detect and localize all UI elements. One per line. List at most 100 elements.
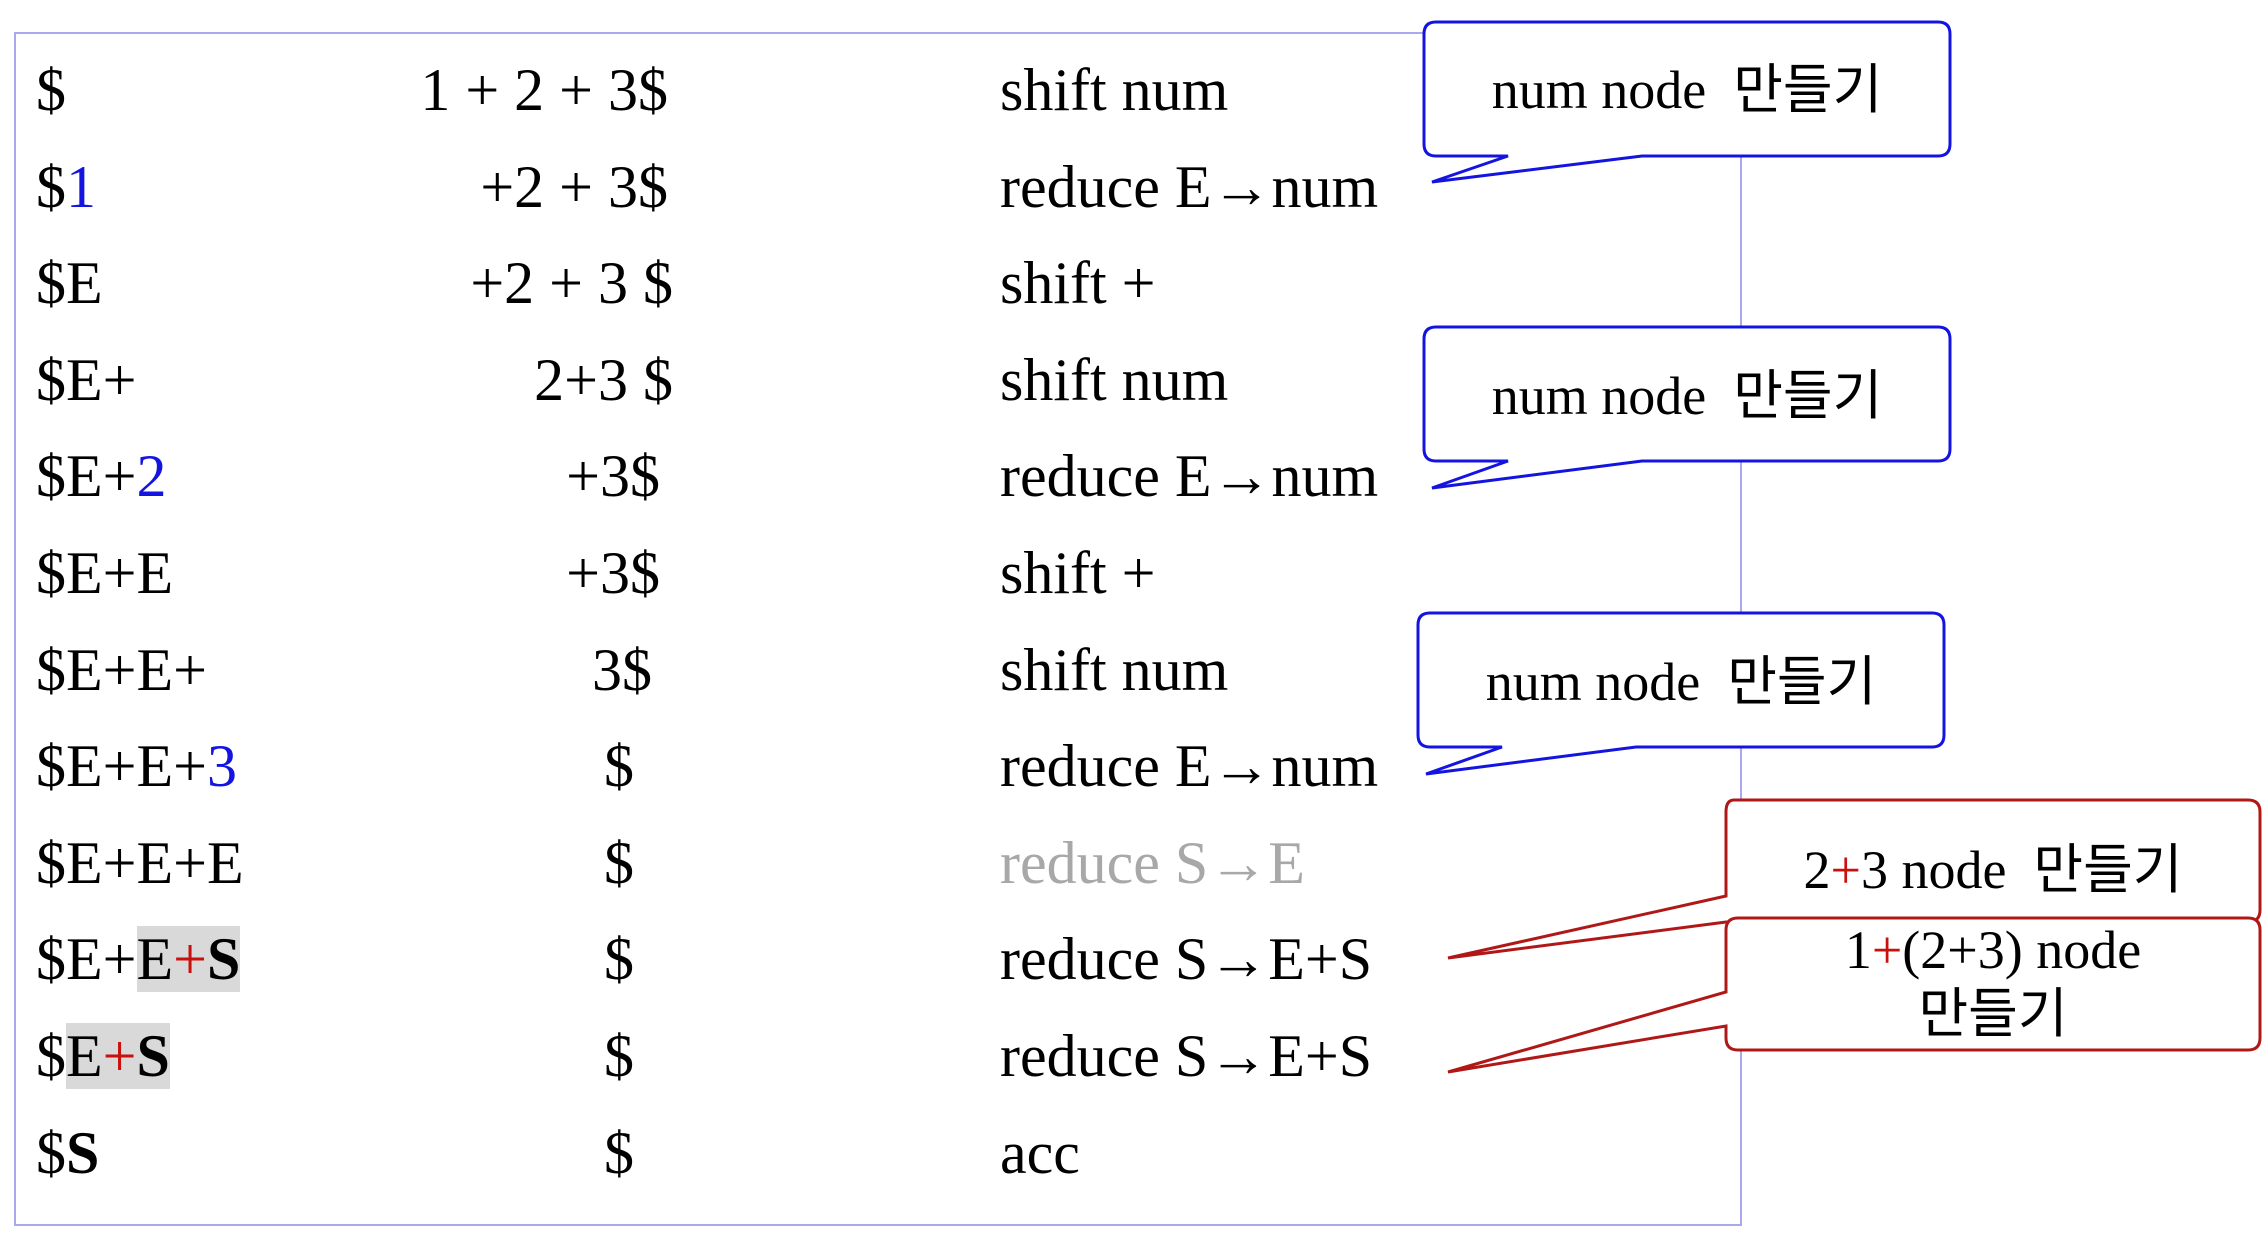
text-segment: E bbox=[66, 1023, 103, 1089]
input-cell: $ bbox=[604, 926, 634, 993]
callout-text-add-2: 1+(2+3) node 만들기 bbox=[1726, 918, 2260, 1046]
text-segment: + bbox=[173, 926, 207, 993]
callout-text-num-1: num node 만들기 bbox=[1424, 58, 1950, 122]
text-segment: num bbox=[1271, 153, 1379, 220]
text-segment: → bbox=[1211, 153, 1272, 220]
input-cell: $ bbox=[604, 1023, 634, 1089]
text-segment: shift num bbox=[1000, 57, 1229, 123]
text-segment: num node 만들기 bbox=[1491, 366, 1883, 426]
input-cell: +3$ bbox=[566, 540, 660, 606]
text-segment: S bbox=[136, 1023, 170, 1089]
stack-cell: $E+S bbox=[36, 1020, 170, 1092]
text-segment: $E+ bbox=[36, 346, 137, 413]
text-segment: shift num bbox=[1000, 346, 1229, 413]
text-segment: reduce S bbox=[1000, 829, 1209, 896]
text-segment: $E+E bbox=[36, 540, 174, 606]
action-cell: reduce E→num bbox=[1000, 440, 1378, 512]
callout-text-num-3: num node 만들기 bbox=[1418, 650, 1944, 714]
text-segment: acc bbox=[1000, 1119, 1080, 1186]
action-cell: shift num bbox=[1000, 344, 1228, 416]
text-segment: $E+ bbox=[36, 926, 137, 993]
text-segment: num bbox=[1271, 733, 1379, 800]
text-segment: → bbox=[1208, 829, 1269, 896]
action-cell: reduce E→num bbox=[1000, 730, 1378, 802]
text-segment: $ bbox=[36, 153, 66, 220]
callout-bubble-num-3 bbox=[1416, 611, 1946, 776]
text-segment: 2 bbox=[1803, 840, 1831, 900]
text-segment: $ bbox=[36, 1023, 66, 1089]
text-segment: S bbox=[66, 1119, 100, 1186]
text-segment: → bbox=[1208, 1023, 1269, 1089]
input-cell: 1 + 2 + 3$ bbox=[420, 57, 668, 123]
text-segment: $E+E+ bbox=[36, 733, 207, 800]
stack-cell: $S bbox=[36, 1117, 99, 1189]
action-cell: reduce S→E+S bbox=[1000, 923, 1372, 995]
callout-text-add-1: 2+3 node 만들기 bbox=[1726, 838, 2260, 902]
input-cell: +2 + 3$ bbox=[480, 153, 668, 220]
stack-cell: $1 bbox=[36, 151, 96, 223]
text-segment: + bbox=[102, 1023, 137, 1089]
input-cell: $ bbox=[604, 733, 634, 800]
stack-cell: $E bbox=[36, 247, 103, 319]
text-segment: E bbox=[136, 926, 174, 993]
stack-cell: $E+E bbox=[36, 537, 173, 609]
text-segment: reduce E bbox=[1000, 733, 1212, 800]
text-segment: $E+E+ bbox=[36, 636, 207, 703]
input-cell: +2 + 3 $ bbox=[470, 250, 673, 317]
text-segment: S bbox=[207, 926, 241, 993]
text-segment: 3 bbox=[206, 733, 237, 800]
action-cell: reduce S→E bbox=[1000, 827, 1305, 899]
text-segment: E+S bbox=[1268, 1023, 1373, 1089]
action-cell: shift + bbox=[1000, 537, 1156, 609]
callout-bubble-add-2 bbox=[1447, 916, 2262, 1074]
action-cell: reduce S→E+S bbox=[1000, 1020, 1372, 1092]
input-cell: $ bbox=[604, 1119, 634, 1186]
text-segment: $E+ bbox=[36, 443, 137, 510]
action-cell: shift num bbox=[1000, 634, 1228, 706]
text-segment: $E bbox=[36, 250, 103, 317]
input-cell: $ bbox=[604, 829, 634, 896]
stack-cell: $E+E+E bbox=[36, 827, 244, 899]
text-segment: (2+3) node 만들기 bbox=[1902, 920, 2142, 1044]
text-segment: num bbox=[1271, 443, 1379, 510]
stack-cell: $E+E+S bbox=[36, 923, 241, 995]
text-segment: + bbox=[1871, 920, 1903, 980]
text-segment: shift + bbox=[1000, 540, 1156, 606]
text-segment: 3 node 만들기 bbox=[1860, 840, 2183, 900]
input-cell: 3$ bbox=[592, 636, 652, 703]
stack-cell: $E+E+3 bbox=[36, 730, 237, 802]
action-cell: reduce E→num bbox=[1000, 151, 1378, 223]
text-segment: E+S bbox=[1268, 926, 1373, 993]
text-segment: reduce E bbox=[1000, 443, 1212, 510]
text-segment: reduce S bbox=[1000, 1023, 1209, 1089]
callout-text-num-2: num node 만들기 bbox=[1424, 364, 1950, 428]
callout-bubble-num-2 bbox=[1422, 325, 1952, 490]
stack-cell: $E+E+ bbox=[36, 634, 207, 706]
action-cell: acc bbox=[1000, 1117, 1080, 1189]
text-segment: → bbox=[1211, 733, 1272, 800]
text-segment: 1 bbox=[1844, 920, 1872, 980]
text-segment: reduce S bbox=[1000, 926, 1209, 993]
text-segment: $ bbox=[36, 57, 66, 123]
text-segment: num node 만들기 bbox=[1491, 60, 1883, 120]
text-segment: → bbox=[1208, 926, 1269, 993]
text-segment: E bbox=[1268, 829, 1305, 896]
text-segment: shift num bbox=[1000, 636, 1229, 703]
callout-bubble-num-1 bbox=[1422, 20, 1952, 184]
action-cell: shift + bbox=[1000, 247, 1156, 319]
input-cell: 2+3 $ bbox=[534, 346, 673, 413]
text-segment: reduce E bbox=[1000, 153, 1212, 220]
text-segment: → bbox=[1211, 443, 1272, 510]
input-cell: +3$ bbox=[566, 443, 660, 510]
action-cell: shift num bbox=[1000, 54, 1228, 126]
text-segment: 2 bbox=[136, 443, 167, 510]
stack-cell: $E+2 bbox=[36, 440, 167, 512]
stack-cell: $ bbox=[36, 54, 66, 126]
stack-cell: $E+ bbox=[36, 344, 137, 416]
text-segment: num node 만들기 bbox=[1485, 652, 1877, 712]
text-segment: shift + bbox=[1000, 250, 1156, 317]
text-segment: $ bbox=[36, 1119, 66, 1186]
text-segment: + bbox=[1830, 840, 1861, 900]
text-segment: 1 bbox=[66, 153, 96, 220]
